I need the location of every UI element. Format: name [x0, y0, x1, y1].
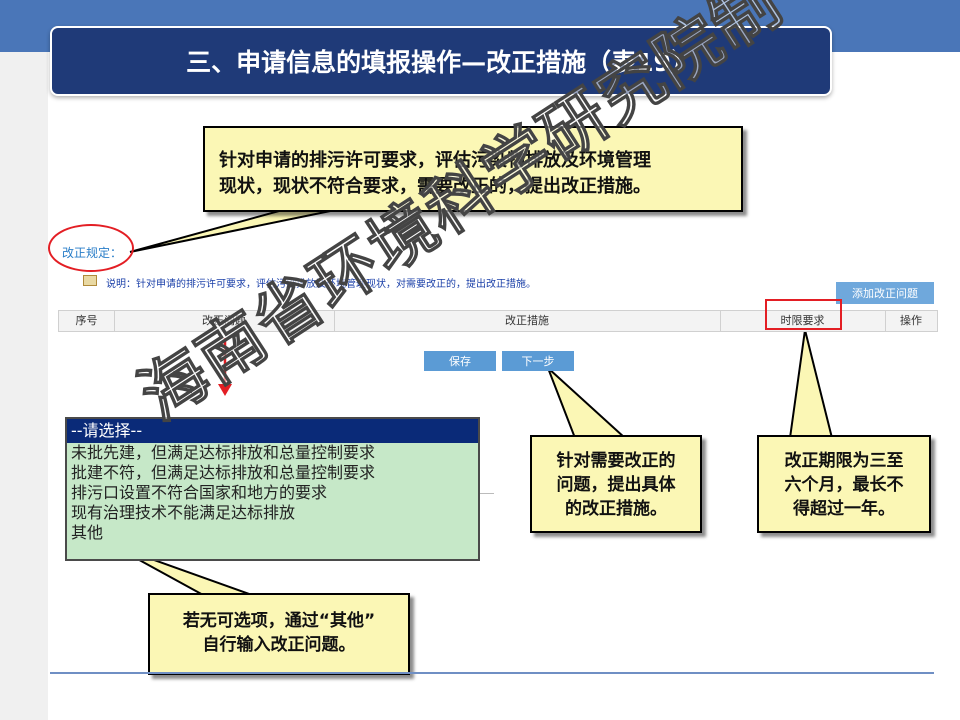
rule-label: 改正规定：: [62, 246, 123, 260]
rule-highlight-circle: [48, 224, 134, 272]
left-margin-strip: [0, 52, 48, 720]
callout-line: 问题，提出具体: [556, 475, 676, 495]
callout-line: 得超过一年。: [793, 499, 895, 519]
callout-other: 若无可选项，通过“其他” 自行输入改正问题。: [148, 593, 410, 675]
col-header-measures: 改正措施: [334, 311, 721, 331]
book-icon: [83, 275, 97, 286]
callout-line: 若无可选项，通过“其他”: [182, 611, 376, 631]
col-header-problem: 改正问题: [114, 311, 335, 331]
callout-requirement: 针对申请的排污许可要求，评估污染物排放及环境管理 现状，现状不符合要求，需要改正…: [203, 126, 743, 212]
dropdown-option[interactable]: 排污口设置不符合国家和地方的要求: [71, 483, 328, 502]
dropdown-option[interactable]: 批建不符，但满足达标排放和总量控制要求: [71, 463, 376, 482]
callout-line: 自行输入改正问题。: [202, 635, 356, 655]
callout-line: 针对需要改正的: [556, 451, 676, 471]
save-button[interactable]: 保存: [424, 351, 496, 371]
callout-line: 的改正措施。: [565, 499, 667, 519]
callout-line: 针对申请的排污许可要求，评估污染物排放及环境管理: [219, 150, 651, 171]
dropdown-option[interactable]: 现有治理技术不能满足达标排放: [71, 503, 296, 522]
problem-dropdown[interactable]: --请选择-- 未批先建，但满足达标排放和总量控制要求 批建不符，但满足达标排放…: [65, 417, 480, 561]
note-text: 说明：针对申请的排污许可要求，评估污染排放及环境管理现状，对需要改正的，提出改正…: [106, 279, 536, 290]
col-header-deadline: 时限要求: [720, 311, 886, 331]
callout-deadline: 改正期限为三至 六个月，最长不 得超过一年。: [757, 435, 931, 533]
dropdown-option[interactable]: 其他: [71, 523, 104, 542]
correction-table-header: 序号 改正问题 改正措施 时限要求 操作: [58, 310, 938, 332]
col-header-action: 操作: [900, 314, 922, 327]
deadline-highlight-box: [765, 299, 842, 330]
callout-line: 改正期限为三至: [784, 451, 904, 471]
callout-line: 六个月，最长不: [784, 475, 904, 495]
col-header-index: 序号: [59, 311, 115, 331]
deadline-callout-tail: [788, 329, 834, 439]
dropdown-header[interactable]: --请选择--: [67, 419, 478, 443]
dropdown-option[interactable]: 未批先建，但满足达标排放和总量控制要求: [71, 443, 376, 462]
add-correction-button[interactable]: 添加改正问题: [836, 282, 934, 304]
slide-title: 三、申请信息的填报操作—改正措施（表19）: [50, 26, 832, 96]
divider: [480, 493, 494, 494]
bottom-divider: [50, 672, 934, 674]
callout-line: 现状，现状不符合要求，需要改正的，提出改正措施。: [219, 176, 651, 197]
callout-measures: 针对需要改正的 问题，提出具体 的改正措施。: [530, 435, 702, 533]
next-button[interactable]: 下一步: [502, 351, 574, 371]
measures-callout-tail: [547, 367, 628, 439]
down-arrow-icon: [218, 384, 232, 396]
